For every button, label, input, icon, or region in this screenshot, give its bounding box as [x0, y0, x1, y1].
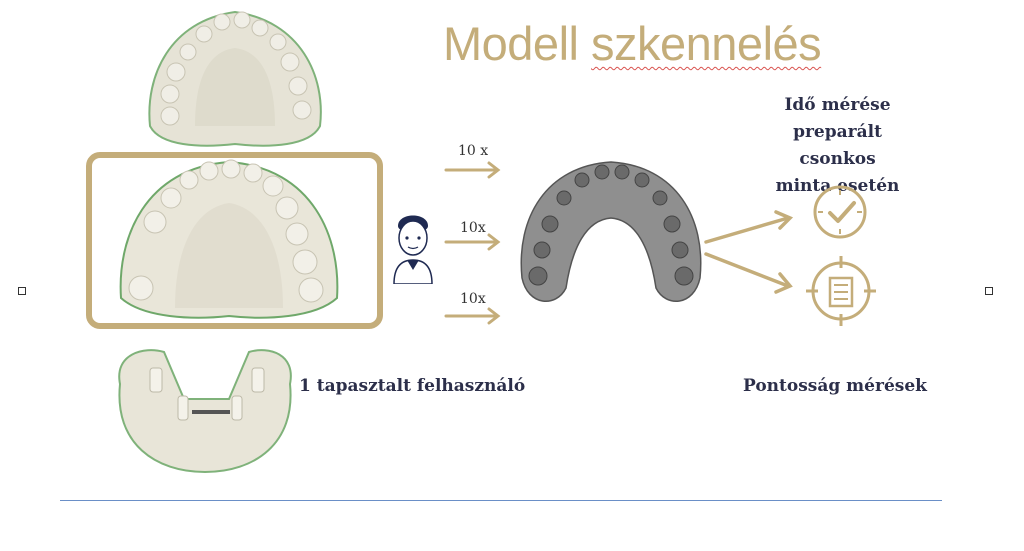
- footer-divider: [60, 500, 942, 501]
- time-line-2: preparált csonkos: [793, 122, 882, 169]
- clock-check-icon: [813, 185, 867, 239]
- resize-handle-left[interactable]: [18, 287, 26, 295]
- outcome-arrows: [704, 210, 794, 294]
- selection-frame: [86, 152, 383, 329]
- title-word-szkenneles: szkennelés: [591, 17, 822, 70]
- arrow-label-1: 10 x: [458, 143, 489, 159]
- accuracy-label: Pontosság mérések: [743, 376, 927, 396]
- user-label: 1 tapasztalt felhasználó: [299, 376, 526, 396]
- resize-handle-right[interactable]: [985, 287, 993, 295]
- target-checklist-icon: [806, 256, 876, 326]
- repetition-arrows: [444, 161, 501, 325]
- prepared-stump-model-image: [118, 349, 292, 474]
- arrow-label-3: 10x: [460, 291, 486, 307]
- upper-jaw-model-image: [148, 10, 322, 147]
- palate-model-image: [119, 159, 339, 319]
- title-word-modell: Modell: [443, 17, 579, 70]
- slide-title: Modell szkennelés: [443, 14, 822, 74]
- scanned-arch-image: [520, 161, 702, 303]
- arrow-label-2: 10x: [460, 220, 486, 236]
- time-line-1: Idő mérése: [784, 95, 891, 115]
- dentist-avatar-icon: [393, 215, 433, 284]
